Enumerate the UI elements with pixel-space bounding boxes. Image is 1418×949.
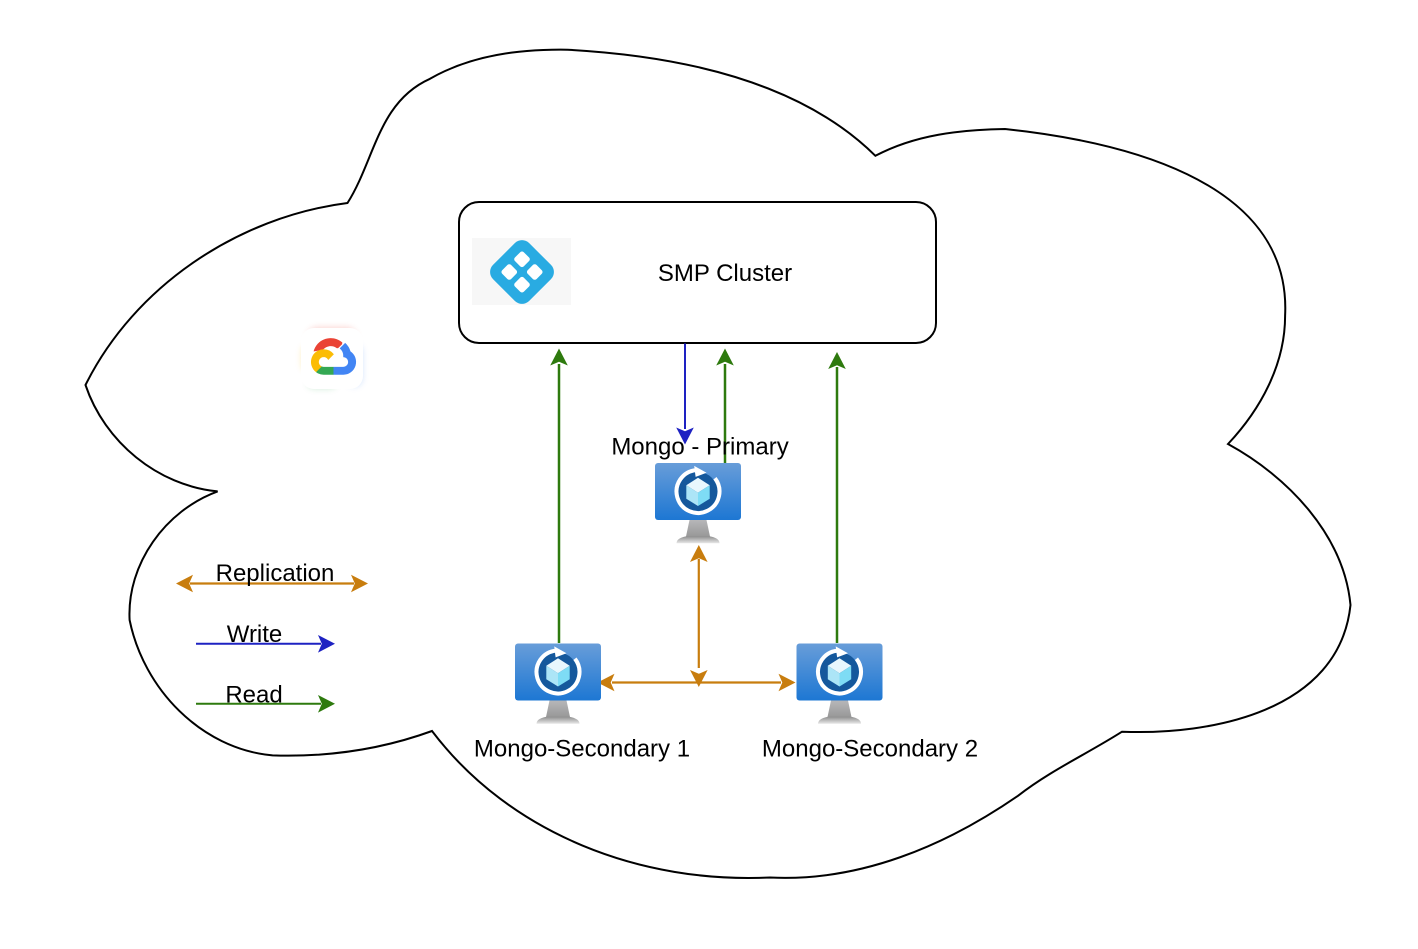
svg-text:Read: Read [225, 682, 282, 709]
svg-text:Mongo-Secondary 1: Mongo-Secondary 1 [474, 736, 690, 763]
svg-text:Mongo-Secondary 2: Mongo-Secondary 2 [762, 736, 978, 763]
svg-text:Write: Write [227, 621, 283, 648]
svg-text:Replication: Replication [216, 560, 335, 587]
svg-text:Mongo - Primary: Mongo - Primary [611, 433, 788, 460]
svg-text:SMP Cluster: SMP Cluster [658, 260, 792, 287]
